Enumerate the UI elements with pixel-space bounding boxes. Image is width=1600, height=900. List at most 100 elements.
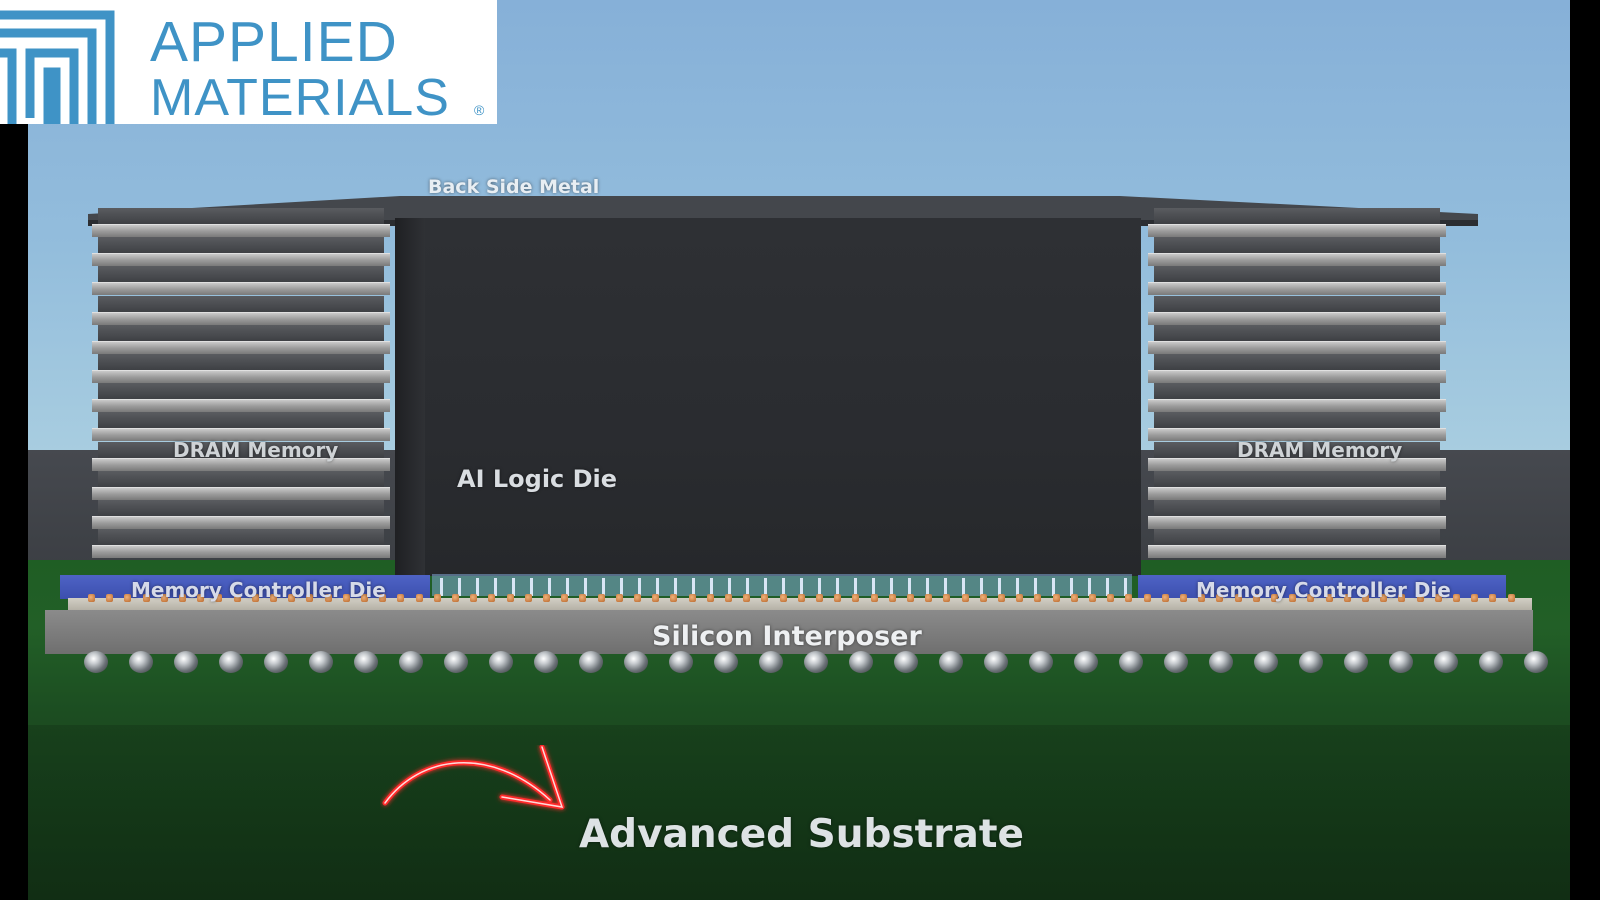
interposer-bump (506, 594, 514, 602)
interposer-bump (888, 594, 896, 602)
solder-ball (624, 651, 648, 673)
logic-die-microbump (782, 578, 785, 596)
interposer-bump (1070, 594, 1078, 602)
interposer-bump (634, 594, 641, 602)
interposer-bump (324, 594, 332, 602)
logic-die-microbump (728, 578, 731, 596)
applied-materials-logo: APPLIED MATERIALS ® (0, 0, 497, 124)
dram-layer (92, 253, 390, 267)
interposer-bump (1252, 594, 1260, 602)
dram-layer-surface (98, 470, 384, 487)
logic-die-microbump (962, 578, 965, 596)
dram-layer-surface (98, 412, 384, 429)
interposer-bump (943, 594, 951, 602)
interposer-bump (1416, 594, 1424, 602)
silicon-interposer (45, 610, 1533, 654)
dram-layer-surface (98, 266, 384, 283)
interposer-bump (1016, 594, 1024, 602)
solder-ball (1209, 651, 1233, 673)
dram-memory-label-left: DRAM Memory (173, 438, 339, 462)
interposer-bump (88, 594, 95, 602)
interposer-bump (1289, 594, 1297, 602)
interposer-bump (979, 594, 987, 602)
solder-ball (1344, 651, 1368, 673)
interposer-bump (543, 594, 550, 602)
ai-logic-die (425, 218, 1141, 576)
solder-ball (1254, 651, 1278, 673)
logic-die-microbump (584, 578, 587, 596)
interposer-bump (1398, 594, 1406, 602)
dram-layer-surface (1154, 529, 1440, 546)
logic-die-microbump (890, 578, 893, 596)
dram-layer-surface (1154, 470, 1440, 487)
logic-die-microbump (764, 578, 767, 596)
dram-layer (92, 486, 390, 500)
dram-layer-surface (98, 295, 384, 312)
dram-layer (1148, 516, 1446, 529)
dram-layer-surface (1154, 412, 1440, 429)
interposer-bump (1234, 594, 1242, 602)
interposer-bump (488, 594, 496, 602)
logic-die-microbump (512, 578, 515, 596)
interposer-bump (452, 594, 459, 602)
right-border (1570, 0, 1600, 900)
dram-layer (1148, 370, 1446, 383)
interposer-bump (1307, 594, 1315, 602)
interposer-bump (1216, 594, 1224, 602)
logic-die-microbump (818, 578, 821, 596)
interposer-bump (160, 594, 168, 602)
dram-layer (1148, 428, 1446, 442)
solder-ball (804, 651, 828, 673)
solder-ball (534, 651, 558, 673)
interposer-bump (816, 594, 823, 602)
interposer-bump (142, 594, 150, 602)
logic-die-microbump (1070, 578, 1073, 596)
dram-layer (1148, 457, 1446, 471)
dram-layer (92, 311, 390, 325)
interposer-bump (725, 594, 732, 602)
interposer-bump (1507, 594, 1515, 602)
logic-die-microbump (692, 578, 695, 596)
interposer-bump (834, 594, 842, 602)
interposer-bump (961, 594, 969, 602)
interposer-bump (197, 594, 205, 602)
interposer-bump (1180, 594, 1187, 602)
solder-ball (444, 651, 468, 673)
interposer-bump (1198, 594, 1206, 602)
interposer-bump (215, 594, 223, 602)
interposer-bump (306, 594, 314, 602)
solder-ball (939, 651, 963, 673)
logic-die-microbump (458, 578, 461, 596)
logic-die-microbump (530, 578, 533, 596)
solder-ball (894, 651, 918, 673)
solder-ball (984, 651, 1008, 673)
solder-ball (1164, 651, 1188, 673)
logic-die-microbump (566, 578, 569, 596)
solder-ball (174, 651, 198, 673)
applied-materials-logo-mark (0, 10, 115, 124)
interposer-bump (706, 594, 714, 602)
dram-layer-surface (1154, 441, 1440, 458)
interposer-bump (998, 594, 1005, 602)
interposer-bump (779, 594, 787, 602)
dram-layer-surface (1154, 354, 1440, 370)
interposer-bump (1034, 594, 1042, 602)
logic-die-microbump (746, 578, 749, 596)
interposer-bump (233, 594, 241, 602)
solder-ball (669, 651, 693, 673)
logic-die-microbump (926, 578, 929, 596)
dram-layer-surface (1154, 208, 1440, 224)
solder-ball (1389, 651, 1413, 673)
interposer-bump (1434, 594, 1442, 602)
dram-layer-surface (1154, 237, 1440, 254)
solder-ball (399, 651, 423, 673)
dram-layer (92, 428, 390, 442)
logic-die-microbump (674, 578, 677, 596)
logic-die-microbump (998, 578, 1001, 596)
dram-layer (1148, 545, 1446, 559)
interposer-bump (361, 594, 368, 602)
interposer-bump (397, 594, 405, 602)
interposer-bump (852, 594, 860, 602)
interposer-bump (1089, 594, 1096, 602)
